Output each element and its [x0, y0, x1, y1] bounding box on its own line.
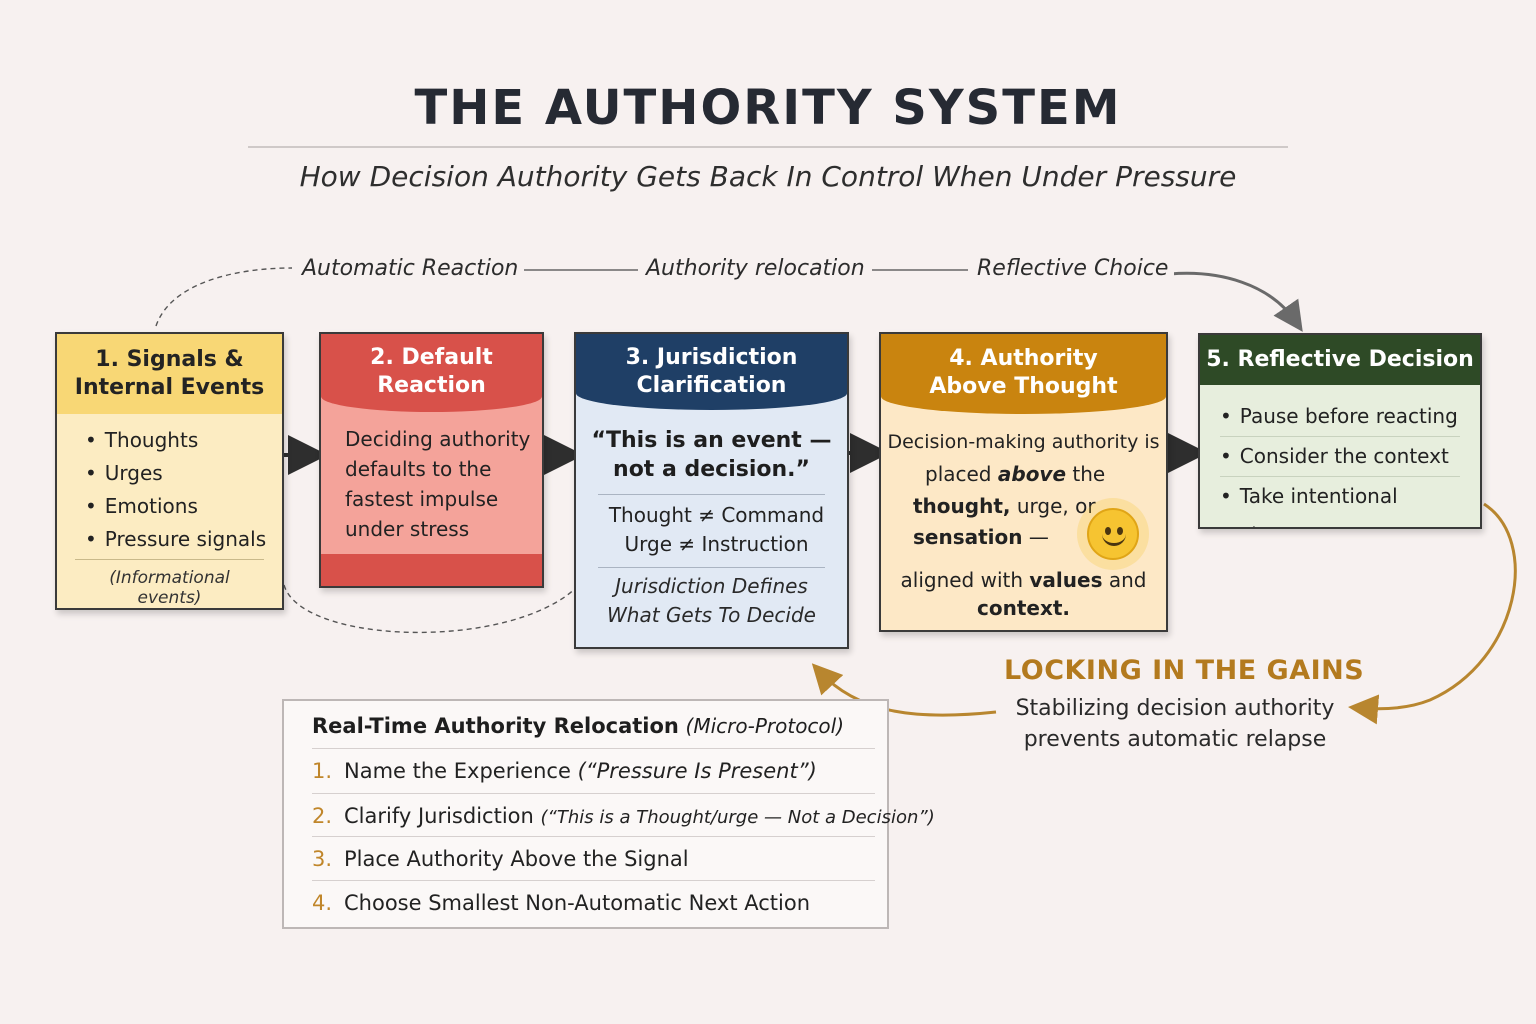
note-line: What Gets To Decide — [607, 603, 816, 627]
protocol-title-note: (Micro-Protocol) — [685, 714, 845, 738]
step-number: 3. — [312, 847, 333, 871]
body-line: placed above the — [925, 458, 1105, 490]
heading-line: 3. Jurisdiction — [625, 345, 798, 370]
step-note: (“This is a Thought/urge — Not a Decisio… — [540, 807, 935, 828]
step-number: 4. — [312, 891, 333, 915]
smiley-face-icon — [1087, 508, 1139, 560]
title-divider — [248, 146, 1288, 148]
card-authority-heading: 4. Authority Above Thought — [881, 334, 1166, 414]
emphasis-thought: thought, — [913, 494, 1011, 518]
body-line: Deciding authority — [345, 427, 531, 451]
signals-list: Thoughts Urges Emotions Pressure signals — [57, 414, 282, 556]
protocol-step: 2. Clarify Jurisdiction (“This is a Thoug… — [312, 793, 935, 837]
distinction-line: Urge ≠ Instruction — [624, 532, 809, 556]
protocol-step: 4. Choose Smallest Non-Automatic Next Act… — [312, 880, 875, 924]
card-default-heading: 2. Default Reaction — [321, 334, 542, 412]
text-run: and — [1102, 568, 1147, 592]
protocol-title: Real-Time Authority Relocation — [312, 714, 679, 738]
gains-text: Stabilizing decision authority prevents … — [1015, 696, 1335, 752]
text-run: the — [1066, 462, 1106, 486]
body-line: context. — [976, 596, 1071, 620]
jurisdiction-note: Jurisdiction Defines What Gets To Decide — [576, 568, 847, 630]
body-line: sensation — — [913, 521, 1049, 553]
list-item: Urges — [85, 457, 282, 490]
flow-label-reflective: Reflective Choice — [971, 256, 1175, 281]
card-signals-footer: (Informational events) — [75, 559, 264, 608]
list-item: Pause before reacting — [1220, 397, 1460, 437]
card-signals: 1. Signals & Internal Events Thoughts Ur… — [55, 332, 284, 610]
text-run: placed — [925, 462, 998, 486]
protocol-step: 3. Place Authority Above the Signal — [312, 836, 875, 880]
heading-line: 1. Signals & — [95, 347, 244, 372]
heading-line: 2. Default — [370, 345, 493, 370]
heading-line: 4. Authority — [949, 346, 1098, 371]
card-jurisdiction-heading: 3. Jurisdiction Clarification — [576, 334, 847, 410]
list-item: Take intentional action — [1220, 477, 1460, 527]
card-default-reaction: 2. Default Reaction Deciding authority d… — [319, 332, 544, 588]
flow-arrow-end — [1169, 271, 1303, 332]
gold-loop-right — [1348, 502, 1517, 725]
body-line: under stress — [345, 517, 470, 541]
quote-line: “This is an event — — [591, 428, 832, 453]
text-run: urge, or — [1010, 494, 1096, 518]
gains-title: LOCKING IN THE GAINS — [1004, 655, 1365, 686]
list-item: Thoughts — [85, 424, 282, 457]
smiley-mouth — [1102, 532, 1126, 546]
text-run: aligned with — [900, 568, 1030, 592]
list-item: Emotions — [85, 490, 282, 523]
protocol-heading: Real-Time Authority Relocation (Micro-Pr… — [312, 714, 844, 738]
emphasis-sensation: sensation — [913, 525, 1023, 549]
divider — [598, 494, 825, 495]
protocol-step: 1. Name the Experience (“Pressure Is Pres… — [312, 748, 875, 792]
step-number: 1. — [312, 759, 333, 783]
card-authority-above: 4. Authority Above Thought Decision-maki… — [879, 332, 1168, 632]
step-number: 2. — [312, 804, 333, 828]
card-default-bottom-bar — [321, 554, 542, 586]
list-item: Pressure signals — [85, 523, 282, 556]
step-text: Place Authority Above the Signal — [344, 847, 689, 871]
emphasis-above: above — [997, 462, 1067, 486]
step-note: (“Pressure Is Present”) — [577, 759, 817, 783]
heading-line: Clarification — [636, 373, 787, 398]
step-text: Choose Smallest Non-Automatic Next Actio… — [344, 891, 811, 915]
list-item: Consider the context — [1220, 437, 1460, 477]
body-line: Decision-making authority is — [887, 431, 1160, 453]
flow-arc-start — [155, 267, 293, 327]
card-reflective-decision: 5. Reflective Decision Pause before reac… — [1198, 333, 1482, 529]
quote-line: not a decision.” — [613, 457, 810, 482]
card-signals-heading: 1. Signals & Internal Events — [57, 334, 282, 414]
body-line: fastest impulse — [345, 487, 499, 511]
distinctions: Thought ≠ Command Urge ≠ Instruction — [576, 495, 847, 559]
note-line: Jurisdiction Defines — [615, 574, 808, 598]
body-line: thought, urge, or — [913, 490, 1096, 522]
page-title: THE AUTHORITY SYSTEM — [414, 80, 1122, 136]
divider — [598, 567, 825, 568]
heading-line: Internal Events — [74, 375, 265, 400]
distinction-line: Thought ≠ Command — [608, 503, 825, 527]
card-jurisdiction: 3. Jurisdiction Clarification “This is a… — [574, 332, 849, 649]
step-text: Clarify Jurisdiction — [344, 804, 541, 828]
text-run: — — [1022, 525, 1049, 549]
micro-protocol-box: Real-Time Authority Relocation (Micro-Pr… — [282, 699, 935, 929]
reflective-list: Pause before reacting Consider the conte… — [1200, 385, 1480, 527]
flow-label-relocation: Authority relocation — [640, 256, 871, 281]
heading-line: Reaction — [377, 373, 486, 398]
heading-line: Above Thought — [929, 374, 1118, 399]
body-line: aligned with values and — [881, 564, 1166, 596]
flow-label-automatic: Automatic Reaction — [296, 256, 525, 281]
emphasis-values: values — [1029, 568, 1103, 592]
body-line: defaults to the — [345, 457, 492, 481]
step-text: Name the Experience — [344, 759, 578, 783]
card-default-body: Deciding authority defaults to the faste… — [321, 412, 542, 544]
page-subtitle: How Decision Authority Gets Back In Cont… — [299, 160, 1237, 193]
card-reflective-heading: 5. Reflective Decision — [1200, 335, 1480, 385]
jurisdiction-quote: “This is an event — not a decision.” — [576, 410, 847, 484]
heading-line: 5. Reflective Decision — [1206, 347, 1474, 372]
